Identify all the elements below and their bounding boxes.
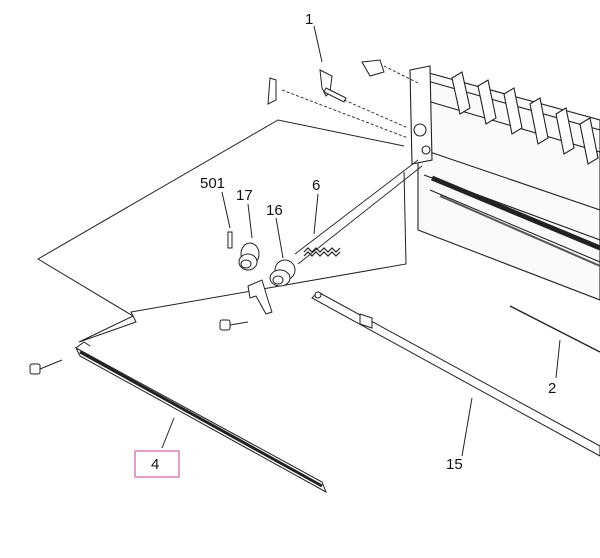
callout-label-2: 2 (548, 380, 557, 397)
callout-label-16: 16 (266, 202, 283, 219)
assembly-outline (37, 119, 407, 343)
guide-lines (281, 65, 423, 265)
spring-6 (303, 247, 341, 257)
highlight-box (134, 450, 180, 478)
blade-4 (74, 341, 327, 494)
shaft-15 (311, 291, 600, 457)
callout-label-17: 17 (236, 187, 253, 204)
gear-16 (269, 259, 296, 287)
screw-501 (227, 231, 233, 249)
rod-2 (509, 305, 600, 353)
leader-lines (161, 25, 561, 457)
bracket-with-screw (219, 279, 273, 331)
screw-left (29, 359, 63, 375)
gear-17 (238, 242, 260, 271)
callout-label-501: 501 (200, 175, 226, 192)
bracket-part-1 (267, 59, 385, 105)
callout-label-4: 4 (151, 456, 160, 473)
callout-label-6: 6 (312, 177, 321, 194)
frame-assembly (409, 65, 600, 301)
callout-label-15: 15 (446, 456, 463, 473)
callout-label-1: 1 (305, 11, 314, 28)
